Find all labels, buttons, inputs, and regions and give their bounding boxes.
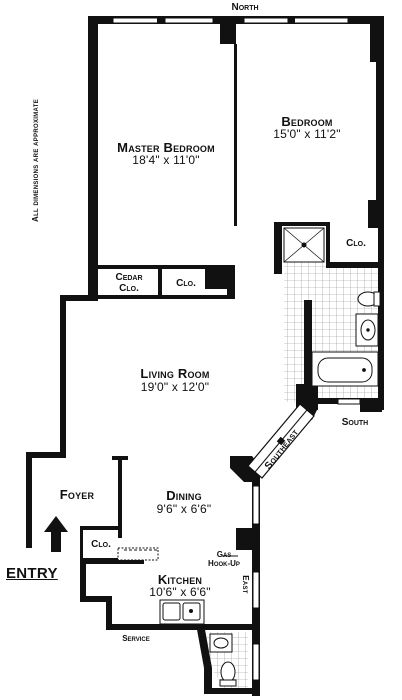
entry-arrow bbox=[44, 516, 68, 552]
bathtub-drain bbox=[362, 368, 366, 372]
dining-west-wall bbox=[118, 458, 122, 538]
mullion-2 bbox=[289, 17, 295, 24]
south-window bbox=[337, 398, 361, 405]
bath-clo-wall bbox=[326, 262, 382, 268]
foyer-closet-label: Clo. bbox=[91, 539, 111, 550]
bedroom-label: Bedroom bbox=[281, 114, 333, 129]
gas-label-2: Hook-Up bbox=[208, 559, 240, 568]
north-window-3 bbox=[243, 17, 289, 24]
kitchen-sink-drain bbox=[189, 609, 193, 613]
service-wall bbox=[106, 596, 112, 630]
bath-top-wall bbox=[274, 222, 328, 226]
east-window-1 bbox=[252, 485, 260, 525]
kitchen-top-wall bbox=[80, 558, 144, 564]
north-window-2 bbox=[164, 17, 214, 24]
kitchen-south-wall bbox=[106, 624, 206, 630]
cedar-closet-label-2: Clo. bbox=[119, 283, 139, 294]
half-bath-toilet-tank bbox=[219, 679, 237, 687]
ne-corner bbox=[370, 16, 384, 62]
bedroom-partition bbox=[234, 44, 237, 226]
south-label: South bbox=[341, 417, 369, 428]
south-pier bbox=[360, 400, 382, 412]
north-wall bbox=[93, 16, 383, 24]
cedar-clo-wall bbox=[158, 265, 162, 299]
master-bedroom-dim: 18'4" x 11'0" bbox=[132, 153, 200, 167]
kitchen-west-wall bbox=[80, 558, 86, 602]
kitchen-label: Kitchen bbox=[157, 572, 203, 587]
gas-label-1: Gas bbox=[216, 550, 232, 559]
living-room-label: Living Room bbox=[140, 366, 210, 381]
mullion-1 bbox=[157, 17, 163, 24]
kitchen-sink-left bbox=[162, 602, 181, 621]
bath-west-wall bbox=[274, 222, 282, 274]
clo-block bbox=[205, 265, 227, 289]
service-label: Service bbox=[122, 634, 150, 643]
foyer-west-wall bbox=[26, 452, 32, 548]
dining-west-cap bbox=[112, 456, 128, 460]
clo-wall bbox=[227, 265, 235, 299]
living-step bbox=[60, 295, 98, 301]
bath-east-wall bbox=[378, 226, 384, 410]
approximate-note: All dimensions are approximate bbox=[31, 98, 41, 223]
foyer-clo-wall bbox=[80, 526, 120, 530]
bath-closet-label: Clo. bbox=[346, 238, 366, 249]
bathtub-inner bbox=[317, 357, 373, 383]
kitchen-dim: 10'6" x 6'6" bbox=[149, 585, 211, 599]
bedroom-partition-top bbox=[220, 16, 236, 44]
bedroom-dim: 15'0" x 11'2" bbox=[273, 127, 341, 141]
master-west-wall bbox=[88, 16, 98, 298]
north-window-1 bbox=[112, 17, 160, 24]
southeast-mullion bbox=[276, 436, 286, 446]
half-bath-top bbox=[196, 624, 252, 630]
kitchen-counter-top bbox=[117, 547, 159, 561]
dining-dim: 9'6" x 6'6" bbox=[156, 502, 212, 516]
cedar-closet-label-1: Cedar bbox=[115, 272, 143, 283]
mullion-3 bbox=[252, 530, 260, 536]
master-south-wall bbox=[93, 265, 233, 269]
gas-hookup-block bbox=[236, 528, 252, 550]
foyer-label: Foyer bbox=[59, 487, 95, 502]
half-bath-south-wall bbox=[204, 688, 252, 694]
shower-east-wall bbox=[326, 222, 330, 264]
living-west-wall bbox=[60, 295, 66, 457]
master-bottom-wall bbox=[93, 295, 235, 299]
entry-label: ENTRY bbox=[6, 565, 58, 582]
shower-drain bbox=[301, 242, 307, 248]
half-bath-sink-basin bbox=[213, 637, 229, 649]
foyer-top-wall bbox=[26, 452, 66, 458]
living-room-dim: 19'0" x 12'0" bbox=[140, 380, 210, 394]
living-east-wall bbox=[304, 300, 312, 404]
bedroom-east-wall bbox=[376, 60, 384, 228]
half-bath-toilet bbox=[220, 661, 236, 683]
foyer-clo-wall-2 bbox=[80, 526, 83, 558]
bedroom-east-jog bbox=[368, 200, 384, 228]
half-bath-west-wall bbox=[196, 624, 212, 694]
east-label: East bbox=[240, 575, 250, 594]
sink-drain bbox=[366, 328, 370, 332]
dining-label: Dining bbox=[166, 488, 202, 503]
east-window-2 bbox=[252, 571, 260, 609]
master-closet-label: Clo. bbox=[176, 278, 196, 289]
kitchen-sw-wall bbox=[80, 596, 110, 602]
east-window-3 bbox=[252, 643, 260, 681]
master-bedroom-label: Master Bedroom bbox=[117, 140, 215, 155]
north-window-4 bbox=[293, 17, 349, 24]
north-label: North bbox=[231, 2, 259, 13]
toilet-tank bbox=[373, 291, 381, 307]
